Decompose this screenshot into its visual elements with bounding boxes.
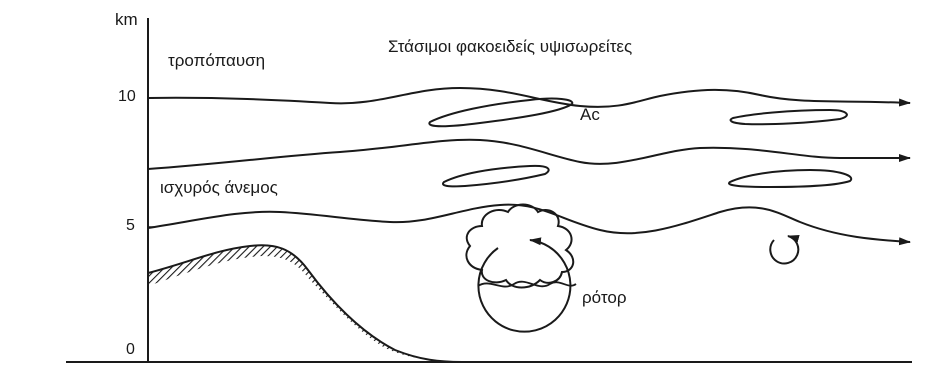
rotor-cloud	[466, 205, 573, 288]
lenticular-cloud	[429, 99, 572, 127]
streamline-middle	[148, 140, 910, 169]
tick-label-10: 10	[118, 88, 136, 106]
strong-wind-label: ισχυρός άνεμος	[160, 178, 278, 198]
tropopause-label: τροπόπαυση	[168, 51, 265, 71]
ac-label: Ac	[580, 105, 600, 125]
small-rotor	[770, 236, 798, 263]
lenticular-cloud	[731, 110, 847, 124]
tick-label-5: 5	[126, 217, 135, 235]
mountain-hatch	[148, 245, 462, 362]
rotor-label: ρότορ	[582, 288, 626, 308]
axis-unit-label: km	[115, 10, 138, 30]
streamline-bottom	[148, 205, 910, 242]
lenticular-cloud	[443, 166, 549, 186]
tick-label-0: 0	[126, 341, 135, 359]
streamline-top	[148, 88, 910, 107]
diagram-title: Στάσιμοι φακοειδείς υψισωρείτες	[388, 37, 632, 57]
rotor-circle	[478, 240, 570, 332]
lenticular-cloud	[729, 170, 851, 187]
